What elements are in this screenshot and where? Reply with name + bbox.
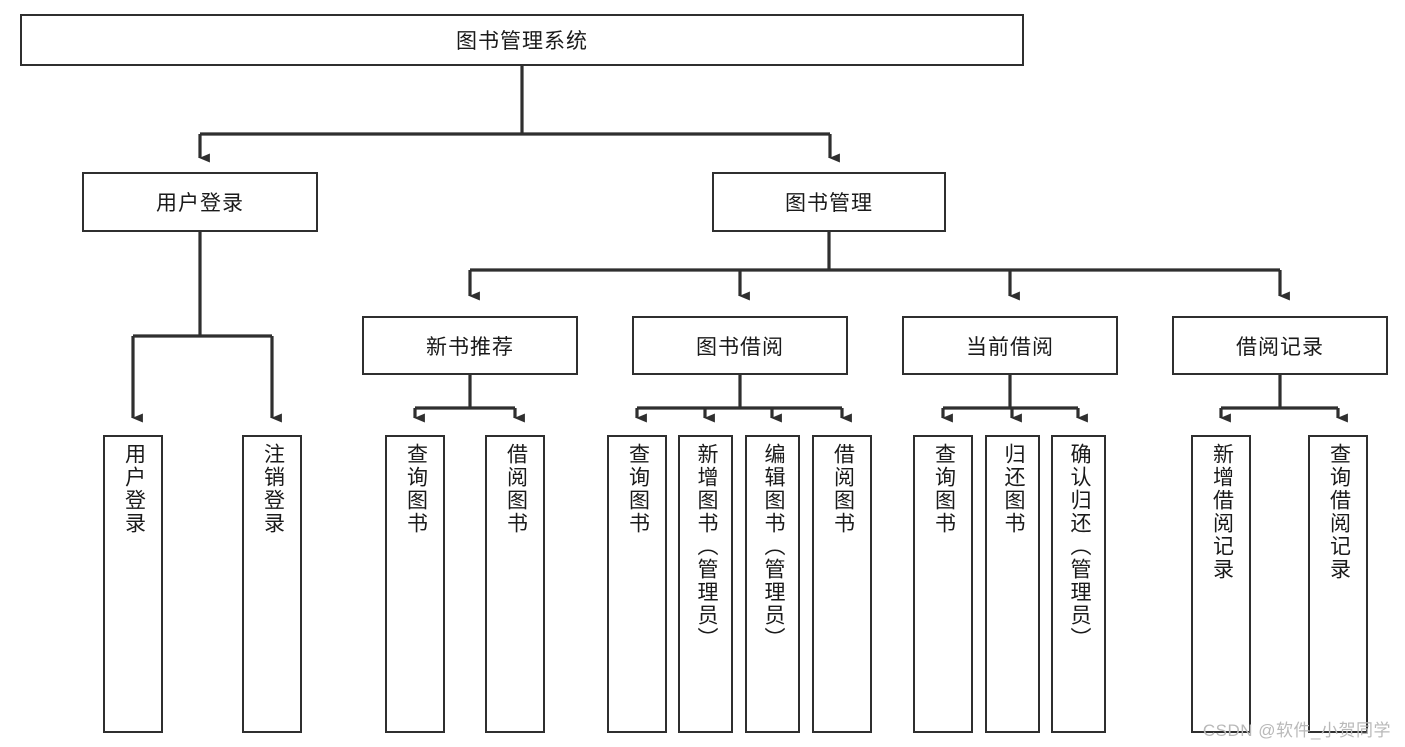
leaf-logout[interactable]: 注销登录	[242, 435, 302, 733]
node-label: 注销登录	[261, 443, 285, 535]
leaf-edit-book[interactable]: 编辑图书（管理员）	[745, 435, 800, 733]
node-root-system[interactable]: 图书管理系统	[20, 14, 1024, 66]
leaf-return-book[interactable]: 归还图书	[985, 435, 1040, 733]
node-user-login[interactable]: 用户登录	[82, 172, 318, 232]
node-label: 图书借阅	[696, 335, 784, 359]
leaf-confirm-return[interactable]: 确认归还（管理员）	[1051, 435, 1106, 733]
node-label: 确认归还（管理员）	[1067, 443, 1091, 650]
node-label: 借阅图书	[504, 443, 528, 535]
node-label: 归还图书	[1001, 443, 1025, 535]
node-label: 查询图书	[626, 443, 650, 535]
node-label: 当前借阅	[966, 335, 1054, 359]
node-book-manage[interactable]: 图书管理	[712, 172, 946, 232]
node-label: 新增借阅记录	[1210, 443, 1234, 581]
node-label: 新书推荐	[426, 335, 514, 359]
node-book-borrow[interactable]: 图书借阅	[632, 316, 848, 375]
node-label: 查询图书	[404, 443, 428, 535]
leaf-borrow-book-2[interactable]: 借阅图书	[812, 435, 872, 733]
node-label: 新增图书（管理员）	[694, 443, 718, 650]
node-label: 图书管理	[785, 192, 873, 215]
node-label: 借阅记录	[1236, 335, 1324, 359]
leaf-user-login[interactable]: 用户登录	[103, 435, 163, 733]
node-label: 图书管理系统	[456, 30, 588, 53]
watermark-text: CSDN @软件_小贺同学	[1202, 721, 1391, 740]
leaf-add-record[interactable]: 新增借阅记录	[1191, 435, 1251, 733]
node-label: 用户登录	[122, 443, 146, 535]
node-label: 编辑图书（管理员）	[761, 443, 785, 650]
leaf-add-book[interactable]: 新增图书（管理员）	[678, 435, 733, 733]
node-label: 查询图书	[932, 443, 956, 535]
node-new-book-recommend[interactable]: 新书推荐	[362, 316, 578, 375]
leaf-query-book-2[interactable]: 查询图书	[607, 435, 667, 733]
leaf-query-book-3[interactable]: 查询图书	[913, 435, 973, 733]
leaf-borrow-book-1[interactable]: 借阅图书	[485, 435, 545, 733]
leaf-query-book-1[interactable]: 查询图书	[385, 435, 445, 733]
node-label: 查询借阅记录	[1327, 443, 1351, 581]
node-label: 借阅图书	[831, 443, 855, 535]
node-borrow-record[interactable]: 借阅记录	[1172, 316, 1388, 375]
node-current-borrow[interactable]: 当前借阅	[902, 316, 1118, 375]
node-label: 用户登录	[156, 192, 244, 215]
leaf-query-record[interactable]: 查询借阅记录	[1308, 435, 1368, 733]
